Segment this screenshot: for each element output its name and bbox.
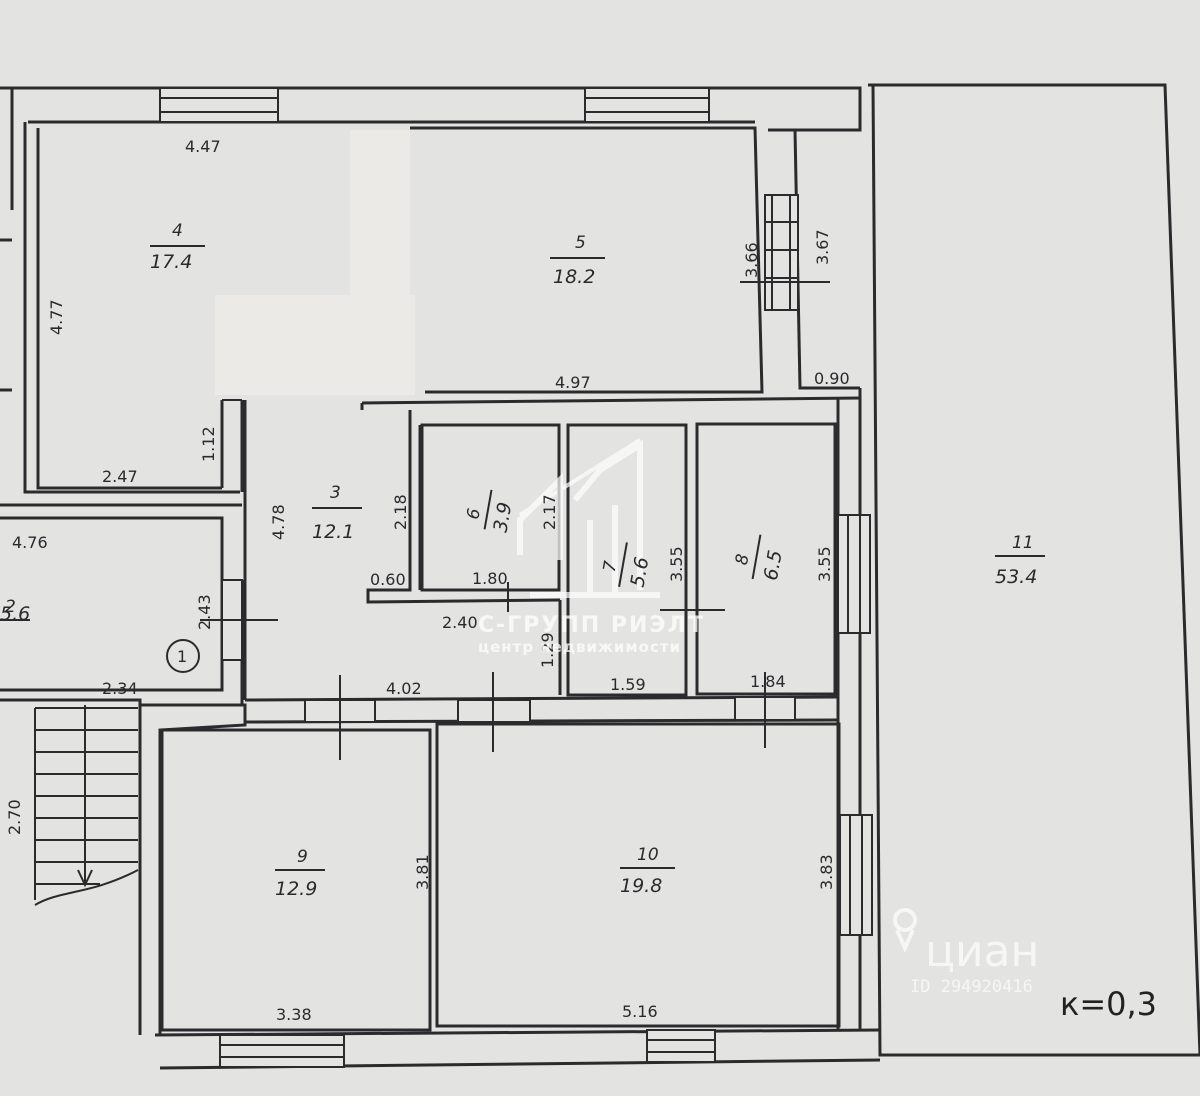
marker-circle: 1 — [166, 639, 200, 673]
door-room2 — [200, 579, 278, 661]
dim-1-29: 1.29 — [538, 632, 557, 668]
cian-pin-icon — [893, 908, 917, 953]
svg-text:12.9: 12.9 — [275, 878, 317, 900]
scale-label: к=0,3 — [1060, 985, 1157, 1023]
window-room10-right — [839, 814, 873, 936]
svg-text:5.6: 5.6 — [0, 603, 30, 625]
window-bottom-right — [646, 1029, 716, 1063]
svg-text:19.8: 19.8 — [620, 875, 662, 897]
window-bottom-left — [219, 1034, 345, 1068]
redacted-patch — [215, 295, 415, 395]
agency-watermark-name: С-ГРУПП РИЭЛТ — [478, 613, 705, 638]
dim-2-40: 2.40 — [442, 613, 478, 632]
svg-text:9: 9 — [297, 847, 308, 867]
dim-1-80: 1.80 — [472, 569, 508, 588]
agency-watermark-tagline: центр недвижимости — [478, 638, 681, 656]
agency-logo-icon — [517, 438, 660, 598]
dim-3-55-a: 3.55 — [667, 546, 686, 582]
svg-text:2: 2 — [5, 597, 16, 617]
dim-1-12: 1.12 — [199, 426, 218, 462]
svg-text:6: 6 — [463, 507, 485, 521]
dim-4-76: 4.76 — [12, 533, 48, 552]
cian-watermark: циан — [925, 926, 1039, 977]
dim-2-18: 2.18 — [391, 494, 410, 530]
dim-0-90: 0.90 — [814, 369, 850, 388]
dimension-labels: 4.47 4.77 2.47 1.12 3.66 3.67 4.97 0.90 … — [5, 137, 850, 1024]
dim-2-17: 2.17 — [540, 494, 559, 530]
svg-text:53.4: 53.4 — [995, 566, 1037, 588]
svg-text:6.5: 6.5 — [760, 548, 787, 582]
redacted-patch-upper — [350, 130, 410, 300]
svg-text:5: 5 — [575, 233, 586, 253]
svg-text:11: 11 — [1012, 533, 1034, 553]
dim-4-77: 4.77 — [47, 299, 66, 335]
room-9-label: 9 12.9 — [275, 847, 325, 900]
dim-2-47: 2.47 — [102, 467, 138, 486]
dim-4-97: 4.97 — [555, 373, 591, 392]
dim-3-81: 3.81 — [413, 854, 432, 890]
dim-1-84: 1.84 — [750, 672, 786, 691]
svg-text:1: 1 — [177, 647, 187, 666]
svg-text:4: 4 — [172, 221, 183, 241]
window-room5-right — [740, 194, 830, 311]
room-8-label: 8 6.5 — [732, 534, 787, 582]
window-room8-right — [837, 514, 871, 634]
dim-5-16: 5.16 — [622, 1002, 658, 1021]
corridor-openings — [304, 582, 796, 760]
svg-text:8: 8 — [732, 552, 754, 566]
room-2-label: 2 5.6 — [0, 597, 30, 625]
dim-3-38: 3.38 — [276, 1005, 312, 1024]
stairs — [34, 705, 139, 906]
room-7-label: 7 5.6 — [600, 542, 653, 589]
dim-3-55-b: 3.55 — [815, 546, 834, 582]
svg-text:12.1: 12.1 — [312, 521, 354, 543]
dim-4-47: 4.47 — [185, 137, 221, 156]
room-5-label: 5 18.2 — [550, 233, 605, 288]
room-5-walls — [360, 126, 861, 410]
room-6-label: 6 3.9 — [463, 489, 516, 534]
outer-walls — [0, 83, 1200, 1070]
room-10-label: 10 19.8 — [620, 845, 675, 897]
window-top-right — [584, 87, 710, 123]
room-4-walls — [23, 122, 244, 494]
room-3-label: 3 12.1 — [312, 483, 362, 543]
dim-1-59: 1.59 — [610, 675, 646, 694]
dim-3-67: 3.67 — [813, 229, 832, 265]
dim-0-60: 0.60 — [370, 570, 406, 589]
svg-text:5.6: 5.6 — [626, 555, 653, 589]
svg-text:18.2: 18.2 — [553, 266, 595, 288]
room-4-label: 4 17.4 — [150, 221, 205, 273]
window-top-left — [159, 87, 279, 123]
cian-listing-id: ID 294920416 — [910, 977, 1033, 997]
dim-4-02: 4.02 — [386, 679, 422, 698]
dim-3-83: 3.83 — [817, 854, 836, 890]
dim-2-70: 2.70 — [5, 799, 24, 835]
svg-text:3.9: 3.9 — [489, 500, 516, 534]
dim-2-34: 2.34 — [102, 679, 138, 698]
dim-3-66: 3.66 — [742, 242, 761, 278]
svg-text:17.4: 17.4 — [150, 251, 192, 273]
svg-text:7: 7 — [600, 559, 622, 573]
svg-text:3: 3 — [330, 483, 341, 503]
room-11-label: 11 53.4 — [995, 533, 1045, 588]
dim-4-78: 4.78 — [269, 504, 288, 540]
svg-text:10: 10 — [637, 845, 659, 865]
dim-2-43: 2.43 — [195, 594, 214, 630]
